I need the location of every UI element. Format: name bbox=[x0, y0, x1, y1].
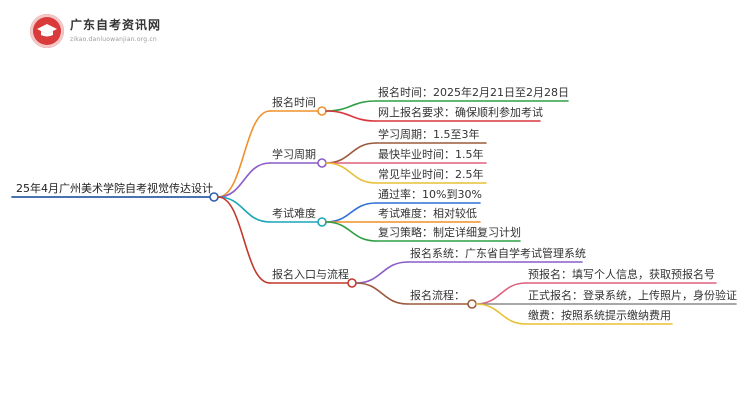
root-node: 25年4月广州美术学院自考视觉传达设计 bbox=[16, 182, 213, 195]
branch-connector-1 bbox=[317, 106, 327, 116]
branch-node-2: 学习周期 bbox=[272, 148, 316, 161]
branch-link-3 bbox=[217, 196, 271, 223]
leaf-link-2-3 bbox=[325, 162, 377, 184]
leaf-node-3-3: 复习策略：制定详细复习计划 bbox=[378, 226, 521, 239]
leaf-link-1-1 bbox=[325, 100, 377, 112]
branch-node-1: 报名时间 bbox=[272, 96, 316, 109]
sub-node-2: 正式报名：登录系统，上传照片，身份验证 bbox=[528, 289, 737, 302]
leaf-node-2-2: 最快毕业时间：1.5年 bbox=[378, 148, 484, 161]
graduation-cap-icon bbox=[30, 14, 64, 48]
sub-link-1 bbox=[475, 282, 527, 305]
leaf-node-2-1: 学习周期：1.5至3年 bbox=[378, 128, 480, 141]
leaf-node-1-1: 报名时间：2025年2月21日至2月28日 bbox=[378, 86, 569, 99]
sub-node-3: 缴费：按照系统提示缴纳费用 bbox=[528, 309, 671, 322]
leaf-node-1-2: 网上报名要求：确保顺利参加考试 bbox=[378, 106, 543, 119]
branch-connector-4 bbox=[347, 278, 357, 288]
leaf-link-2-1 bbox=[325, 142, 377, 164]
leaf-link-3-3 bbox=[325, 221, 377, 242]
branch-link-1 bbox=[217, 110, 271, 198]
leaf-link-4-2 bbox=[355, 282, 409, 305]
sub-connector bbox=[467, 299, 477, 309]
branch-link-2 bbox=[217, 162, 271, 198]
leaf-node-3-2: 考试难度：相对较低 bbox=[378, 207, 477, 220]
leaf-link-1-2 bbox=[325, 110, 377, 122]
site-url: zikao.danluowanjian.org.cn bbox=[70, 36, 157, 43]
branch-connector-3 bbox=[317, 217, 327, 227]
leaf-link-3-1 bbox=[325, 202, 377, 223]
site-name: 广东自考资讯网 bbox=[70, 18, 162, 32]
site-logo: 广东自考资讯网 zikao.danluowanjian.org.cn bbox=[30, 14, 230, 54]
branch-node-4: 报名入口与流程 bbox=[272, 268, 349, 281]
leaf-link-4-1 bbox=[355, 261, 409, 284]
sub-node-1: 预报名：填写个人信息，获取预报名号 bbox=[528, 268, 715, 281]
branch-node-3: 考试难度 bbox=[272, 207, 316, 220]
leaf-node-4-1: 报名系统：广东省自学考试管理系统 bbox=[410, 247, 586, 260]
branch-connector-2 bbox=[317, 158, 327, 168]
branch-link-4 bbox=[217, 196, 271, 284]
sub-link-3 bbox=[475, 303, 527, 325]
leaf-node-2-3: 常见毕业时间：2.5年 bbox=[378, 168, 484, 181]
leaf-node-3-1: 通过率：10%到30% bbox=[378, 188, 482, 201]
leaf-node-4-2: 报名流程： bbox=[410, 289, 465, 302]
